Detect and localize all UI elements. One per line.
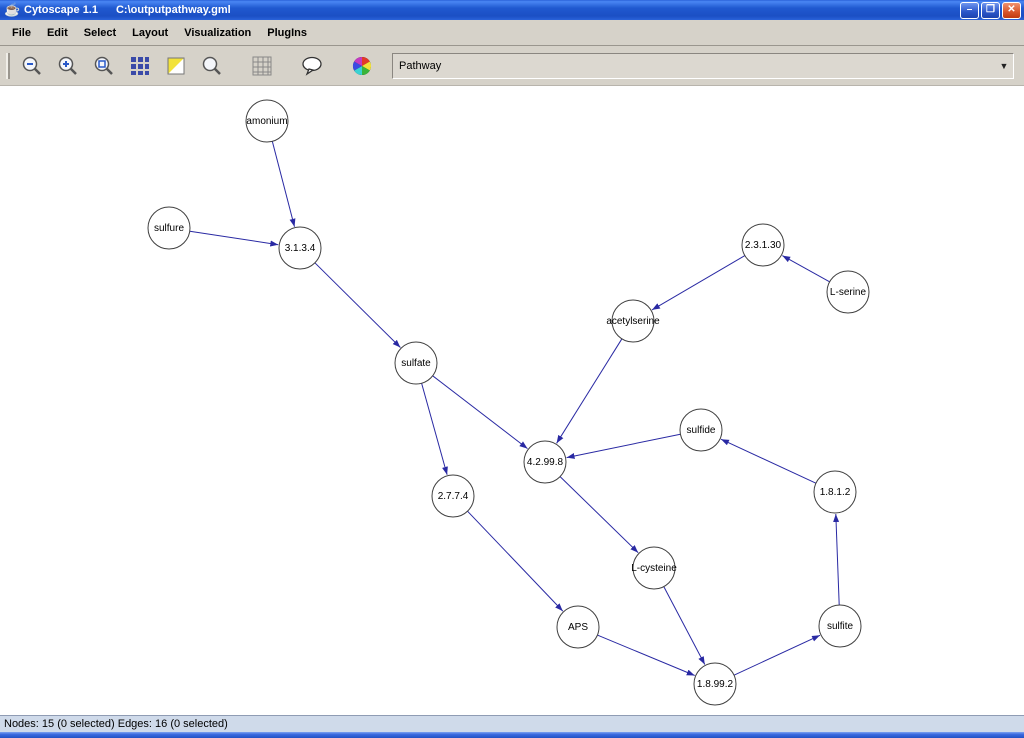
menu-visualization[interactable]: Visualization: [184, 26, 252, 39]
graph-node-1.8.1.2[interactable]: [813, 470, 857, 514]
overview-icon: [167, 57, 185, 74]
zoom-selected-icon: [94, 56, 113, 75]
graph-node-1.8.99.2[interactable]: [693, 662, 737, 706]
graph-edge-2.7.7.4-APS[interactable]: [467, 510, 564, 612]
app-icon: ☕: [4, 2, 21, 17]
layout-grid-button[interactable]: [126, 52, 154, 80]
window-file-path: C:\outputpathway.gml: [115, 4, 231, 16]
color-wheel-button[interactable]: [348, 52, 376, 80]
graph-edge-2.3.1.30-acetylserine[interactable]: [651, 255, 746, 311]
maximize-button[interactable]: ❐: [981, 1, 1000, 19]
toolbar: Pathway ▼: [0, 46, 1024, 86]
menu-select[interactable]: Select: [83, 26, 117, 39]
graph-node-sulfide[interactable]: [679, 408, 723, 452]
annotation-icon: [302, 56, 322, 76]
zoom-in-button[interactable]: [54, 52, 82, 80]
zoom-out-button[interactable]: [18, 52, 46, 80]
taskbar-edge: [0, 732, 1024, 738]
network-graph: amoniumsulfure3.1.3.4sulfate2.7.7.4APS4.…: [147, 99, 870, 706]
overview-button[interactable]: [162, 52, 190, 80]
graph-node-L-cysteine[interactable]: [632, 546, 676, 590]
grid-button[interactable]: [248, 52, 276, 80]
status-text: Nodes: 15 (0 selected) Edges: 16 (0 sele…: [4, 718, 228, 730]
toolbar-grip[interactable]: [6, 52, 10, 79]
graph-edge-sulfate-2.7.7.4[interactable]: [421, 383, 448, 475]
minimize-icon: –: [966, 4, 973, 15]
graph-node-APS[interactable]: [556, 605, 600, 649]
graph-node-L-serine[interactable]: [826, 270, 870, 314]
graph-node-amonium[interactable]: [245, 99, 289, 143]
close-icon: ✕: [1007, 4, 1016, 15]
graph-edge-sulfure-3.1.3.4[interactable]: [189, 230, 279, 247]
status-bar: Nodes: 15 (0 selected) Edges: 16 (0 sele…: [0, 715, 1024, 732]
graph-edge-4.2.99.8-L-cysteine[interactable]: [559, 476, 639, 554]
menu-file[interactable]: File: [12, 26, 31, 39]
menu-bar: File Edit Select Layout Visualization Pl…: [0, 20, 1024, 46]
graph-edge-L-serine-2.3.1.30[interactable]: [782, 255, 830, 283]
graph-node-sulfate[interactable]: [394, 341, 438, 385]
pathway-combobox-value: Pathway: [399, 59, 442, 72]
graph-edge-1.8.99.2-sulfite[interactable]: [733, 634, 821, 676]
graph-node-2.3.1.30[interactable]: [741, 223, 785, 267]
menu-edit[interactable]: Edit: [46, 26, 68, 39]
graph-edge-sulfide-4.2.99.8[interactable]: [566, 433, 681, 459]
grid-icon: [252, 56, 272, 75]
zoom-in-icon: [58, 56, 77, 75]
graph-node-acetylserine[interactable]: [611, 299, 655, 343]
edges-layer: [189, 141, 840, 676]
nodes-layer: amoniumsulfure3.1.3.4sulfate2.7.7.4APS4.…: [147, 99, 870, 706]
graph-node-2.7.7.4[interactable]: [431, 474, 475, 518]
find-icon: [202, 56, 221, 75]
graph-node-4.2.99.8[interactable]: [523, 440, 567, 484]
graph-node-sulfure[interactable]: [147, 206, 191, 250]
graph-edge-acetylserine-4.2.99.8[interactable]: [556, 338, 623, 444]
zoom-selected-button[interactable]: [90, 52, 118, 80]
pathway-combobox[interactable]: Pathway ▼: [392, 52, 1014, 79]
close-button[interactable]: ✕: [1002, 1, 1021, 19]
find-button[interactable]: [198, 52, 226, 80]
menu-layout[interactable]: Layout: [132, 26, 169, 39]
minimize-button[interactable]: –: [960, 1, 979, 19]
graph-edge-APS-1.8.99.2[interactable]: [597, 634, 695, 676]
graph-edge-amonium-3.1.3.4[interactable]: [271, 141, 296, 227]
title-bar: ☕ Cytoscape 1.1 C:\outputpathway.gml – ❐…: [0, 0, 1024, 20]
maximize-icon: ❐: [986, 4, 995, 15]
color-wheel-icon: [352, 56, 372, 75]
menu-plugins[interactable]: PlugIns: [267, 26, 307, 39]
layout-grid-icon: [131, 56, 149, 75]
graph-edge-sulfate-4.2.99.8[interactable]: [432, 375, 528, 449]
graph-edge-L-cysteine-1.8.99.2[interactable]: [663, 586, 706, 665]
chevron-down-icon[interactable]: ▼: [999, 60, 1009, 71]
graph-node-sulfite[interactable]: [818, 604, 862, 648]
graph-edge-sulfite-1.8.1.2[interactable]: [833, 513, 840, 606]
graph-edge-1.8.1.2-sulfide[interactable]: [720, 438, 817, 484]
graph-node-3.1.3.4[interactable]: [278, 226, 322, 270]
window-title: Cytoscape 1.1: [24, 4, 98, 16]
graph-edge-3.1.3.4-sulfate[interactable]: [314, 262, 401, 348]
annotation-button[interactable]: [298, 52, 326, 80]
zoom-out-icon: [22, 56, 41, 75]
